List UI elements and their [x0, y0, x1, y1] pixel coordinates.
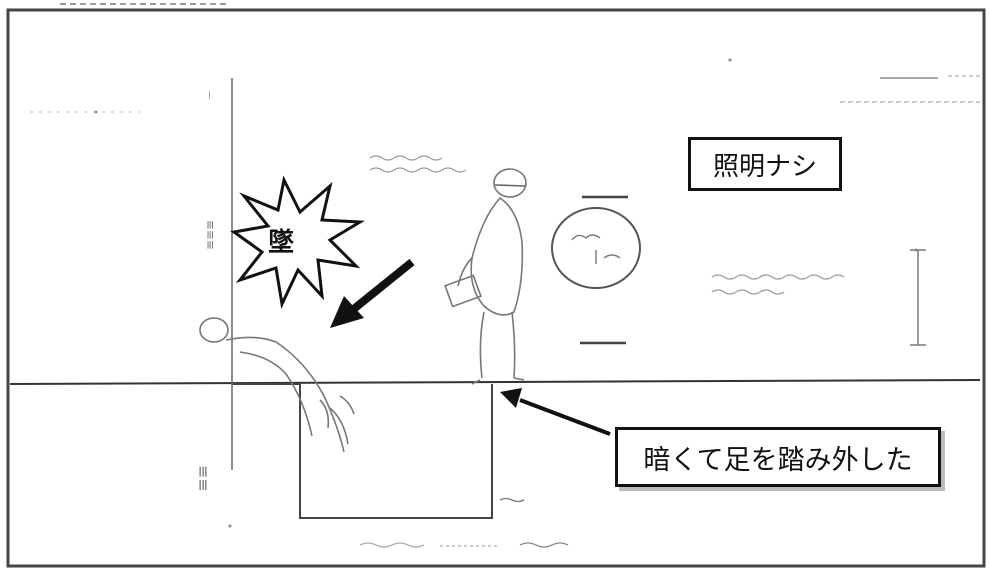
- frame-border: [6, 8, 986, 568]
- no-lighting-callout: 照明ナシ: [688, 137, 842, 191]
- impact-starburst: [230, 175, 365, 309]
- misstep-callout: 暗くて足を踏み外した: [615, 427, 941, 487]
- fall-direction-arrow: [330, 258, 415, 328]
- sign-ellipse: [551, 207, 641, 289]
- dim-mark-bottom: ≡≡: [194, 465, 213, 492]
- pit-outline: [232, 383, 493, 519]
- misstep-arrow: [500, 388, 611, 436]
- floor-line: [9, 379, 981, 385]
- falling-person: [199, 317, 355, 453]
- dim-mark-mid: ≡≡≡: [203, 220, 217, 250]
- walking-person: [444, 168, 527, 385]
- fall-burst-label: 墜: [268, 228, 295, 258]
- dim-mark-top: —: [204, 90, 215, 100]
